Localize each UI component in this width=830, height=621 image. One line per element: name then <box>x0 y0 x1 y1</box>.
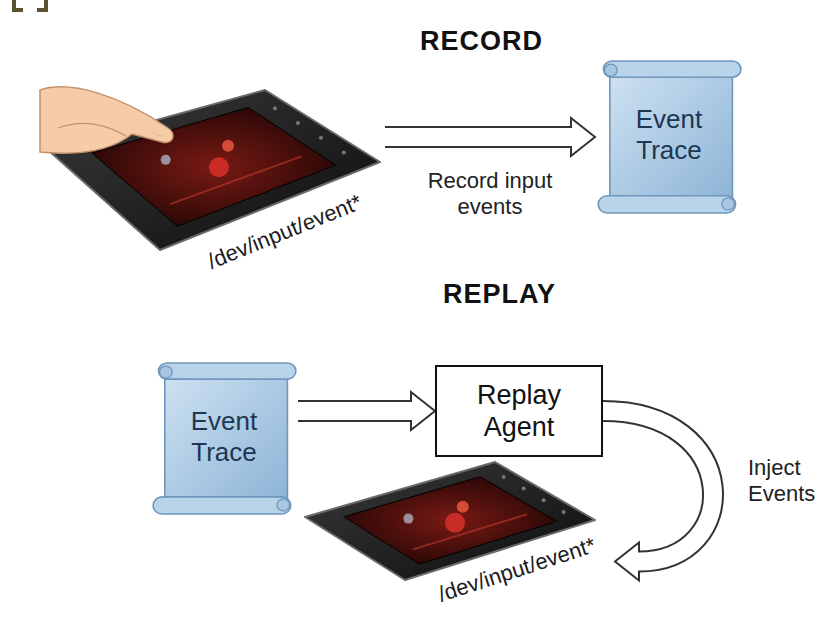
block-arrow <box>603 411 713 581</box>
bracket-right <box>37 0 46 10</box>
phone-device: /dev/input/event* <box>40 50 385 290</box>
block-arrow <box>298 392 435 430</box>
box-text: Replay Agent <box>463 379 575 443</box>
arrow-fill <box>385 128 573 146</box>
section-heading: REPLAY <box>443 279 556 310</box>
arrow-outline <box>603 411 713 562</box>
scroll-text: Event Trace <box>176 406 272 468</box>
arrow-fill <box>298 402 413 420</box>
edge-label: Inject Events <box>745 455 829 507</box>
section-heading: RECORD <box>420 26 543 57</box>
arrow-head <box>615 543 639 581</box>
bracket-left <box>14 0 23 10</box>
edge-label: Record input events <box>407 168 573 220</box>
arrow-head <box>571 118 595 156</box>
block-arrow <box>385 118 595 156</box>
arrow-head <box>411 392 435 430</box>
phone-device: /dev/input/event* <box>295 432 615 617</box>
trace-scroll: Event Trace <box>150 360 298 517</box>
arrow-fill <box>603 411 713 562</box>
scroll-text: Event Trace <box>621 104 717 166</box>
trace-scroll: Event Trace <box>595 58 743 216</box>
process-box: Replay Agent <box>435 365 603 457</box>
corner-bracket <box>0 0 60 20</box>
